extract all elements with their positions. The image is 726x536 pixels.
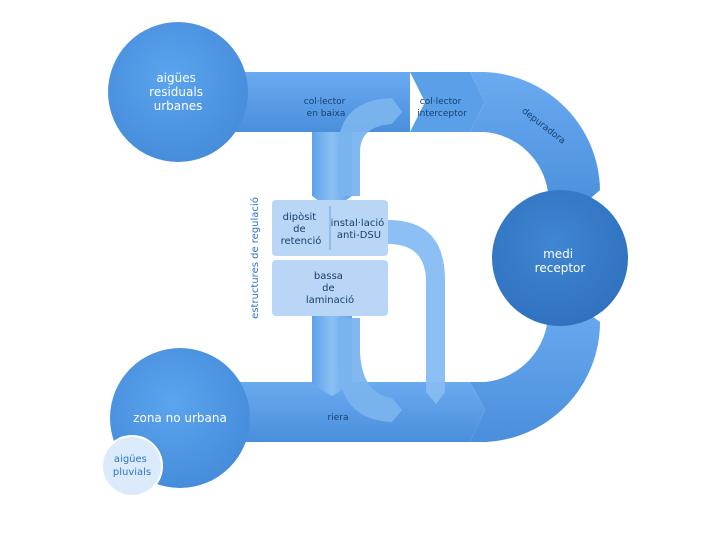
retention-tank-label: dipòsit de retenció	[281, 211, 322, 247]
connector-top-curve	[338, 98, 402, 196]
receiving-medium-circle	[492, 190, 628, 326]
regulation-group-label: estructures de regulació	[249, 197, 261, 319]
rainwater-circle	[101, 435, 163, 497]
treatment-plant-arc	[470, 72, 600, 212]
low-collector-label: col·lector en baixa	[304, 97, 348, 119]
stream-return-arc	[470, 303, 601, 442]
receiving-medium-label: medi receptor	[535, 247, 586, 275]
connector-bottom-curve	[338, 318, 402, 422]
main-channel	[190, 72, 601, 442]
regulation-connectors	[312, 98, 445, 422]
urban-sewage-circle	[108, 22, 248, 162]
stream-label: riera	[328, 413, 349, 423]
anti-dsu-label: instal·lació anti-DSU	[331, 217, 388, 241]
non-urban-zone-label: zona no urbana	[133, 411, 227, 425]
lamination-pond-label: bassa de laminació	[306, 271, 354, 306]
connector-anti-dsu-out	[388, 220, 445, 404]
urban-sewage-label: aigües residuals urbanes	[149, 71, 207, 113]
interceptor-label: col·lector interceptor	[417, 97, 467, 119]
stream-pipe	[190, 382, 485, 442]
rainwater-node: aigües pluvials	[101, 435, 163, 497]
receiving-medium-node: medi receptor	[492, 190, 628, 326]
urban-sewage-node: aigües residuals urbanes	[108, 22, 248, 162]
regulation-structures: dipòsit de retenció instal·lació anti-DS…	[249, 197, 388, 319]
rainwater-label: aigües pluvials	[113, 454, 151, 478]
lamination-pond-box	[272, 260, 388, 316]
interceptor-pipe	[410, 72, 485, 132]
